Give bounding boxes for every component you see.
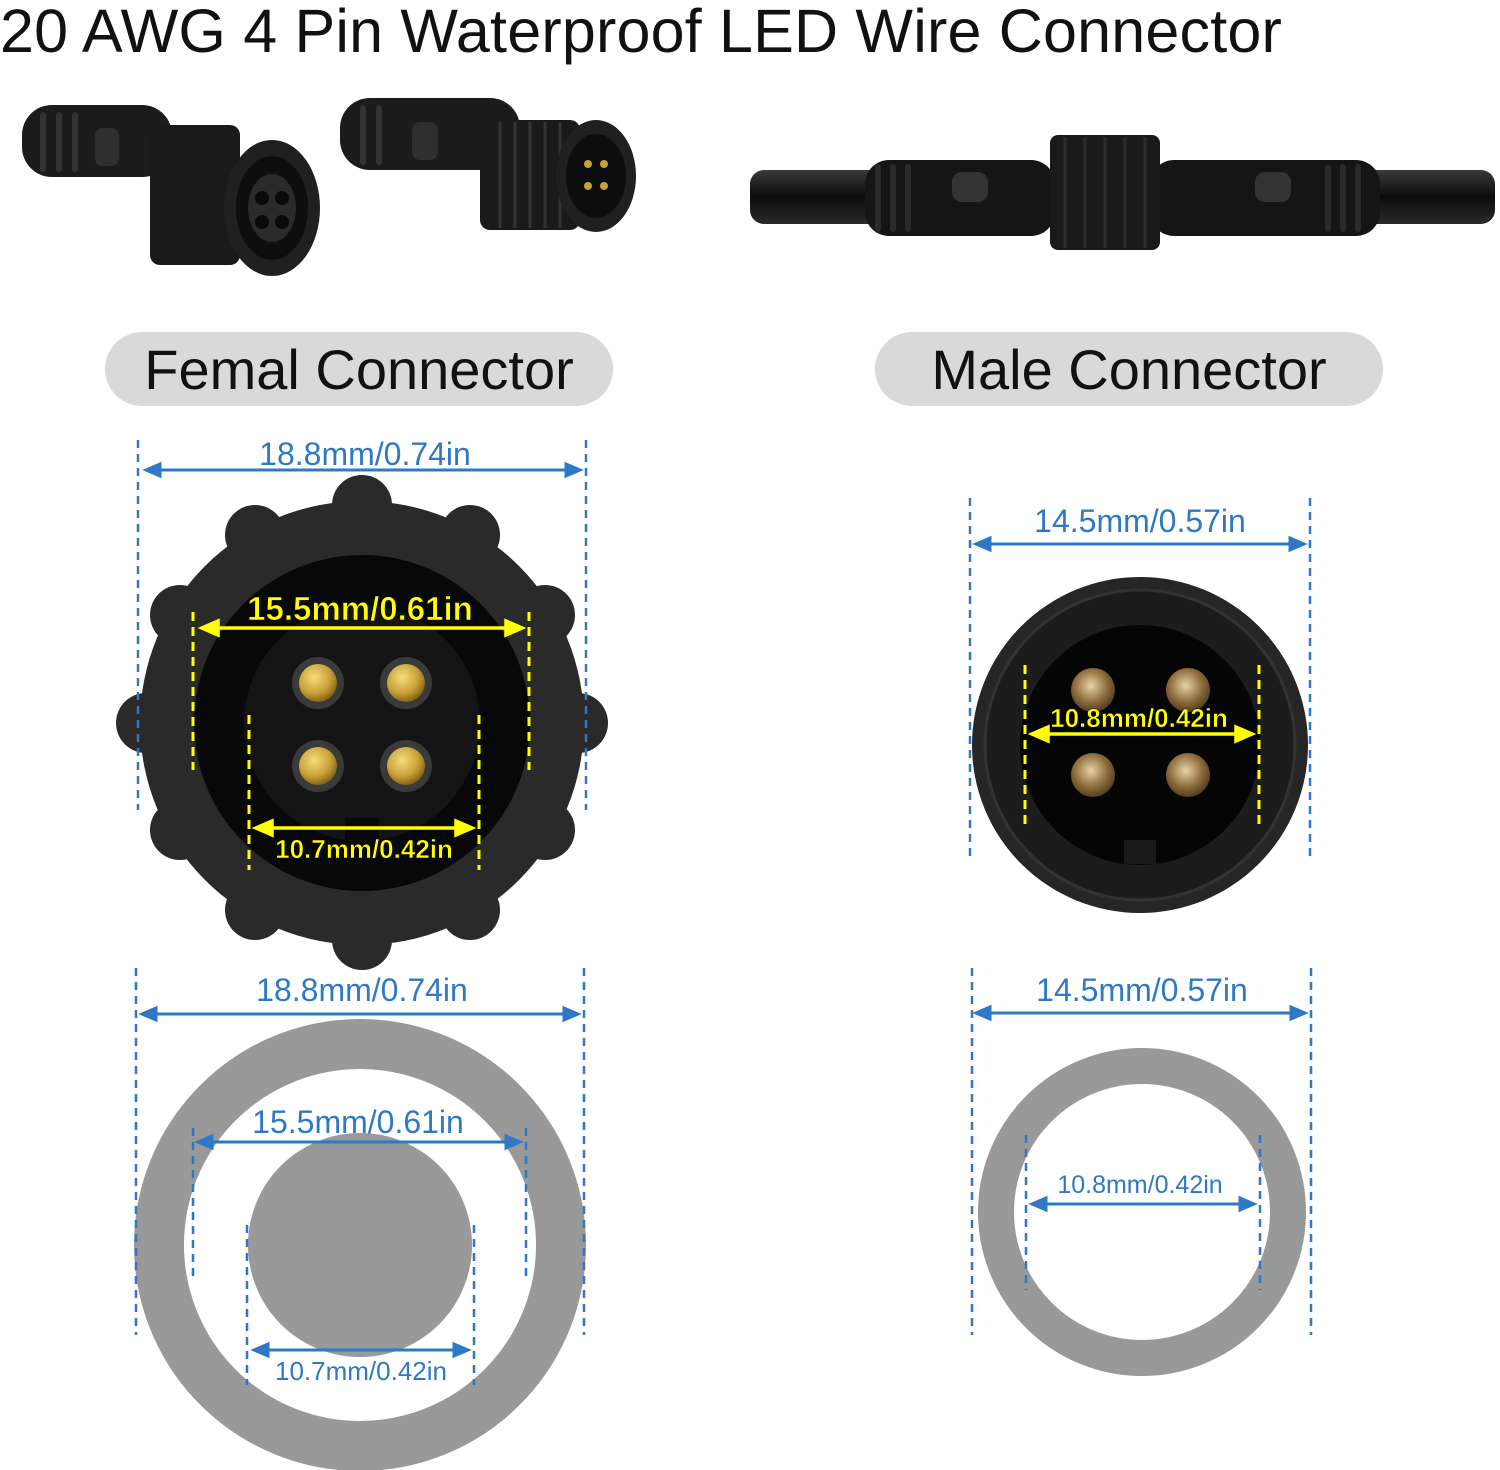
page-title: 20 AWG 4 Pin Waterproof LED Wire Connect…	[0, 0, 1282, 65]
male-outer-dim-top: 14.5mm/0.57in	[1034, 503, 1246, 539]
blue-dimension-guides	[134, 440, 1313, 1385]
female-connector-label: Femal Connector	[105, 332, 613, 406]
female-front-view	[116, 475, 608, 970]
male-outer-dim-bottom: 14.5mm/0.57in	[1036, 972, 1248, 1008]
female-core-dim-bottom: 10.7mm/0.42in	[275, 1356, 447, 1386]
female-outer-dim-top: 18.8mm/0.74in	[259, 436, 471, 472]
female-connector-photo	[22, 105, 320, 276]
female-inner-dim-bottom: 15.5mm/0.61in	[252, 1104, 464, 1140]
yellow-dimension-guides	[191, 612, 1261, 870]
female-ring-diagram	[134, 1019, 586, 1470]
yellow-dimension-arrows	[197, 618, 1257, 838]
male-ring-diagram	[978, 1048, 1306, 1376]
male-connector-photo	[340, 98, 636, 232]
male-inner-dim-top: 10.8mm/0.42in	[1050, 703, 1228, 733]
female-inner-dim-top: 15.5mm/0.61in	[247, 590, 473, 627]
mated-connector-photo	[750, 135, 1495, 250]
male-connector-label: Male Connector	[875, 332, 1383, 406]
female-outer-dim-bottom: 18.8mm/0.74in	[256, 972, 468, 1008]
male-inner-dim-bottom: 10.8mm/0.42in	[1057, 1171, 1222, 1199]
female-core-dim-top: 10.7mm/0.42in	[275, 834, 453, 864]
blue-dimension-arrows	[138, 461, 1309, 1359]
male-front-view	[972, 577, 1308, 913]
